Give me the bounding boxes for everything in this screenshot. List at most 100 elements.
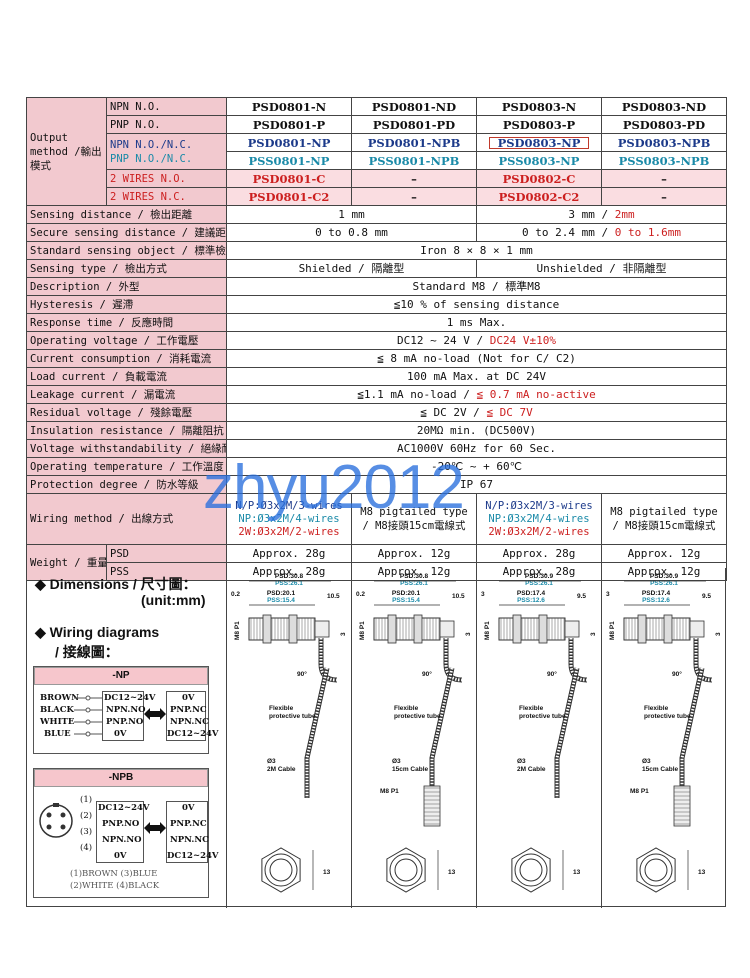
npb-diagram: -NPB (1) (2) (3) (4) DC12~24V PNP.NO NPN… bbox=[33, 768, 219, 898]
dim-tail: 9.5 bbox=[577, 593, 586, 600]
cable-label: Ø3 bbox=[642, 758, 651, 765]
psd-label: PSD bbox=[106, 544, 227, 563]
npb-right-box bbox=[166, 801, 208, 863]
output-method-label: Output method /輸出模式 bbox=[26, 97, 107, 206]
two-wire-no-label: 2 WIRES N.O. bbox=[106, 169, 227, 188]
weight-label: Weight / 重量 bbox=[26, 544, 107, 581]
cable-label: 2M Cable bbox=[517, 766, 546, 773]
nut-size: 13 bbox=[698, 869, 706, 876]
m8-connector-icon bbox=[39, 803, 73, 838]
wire-color: WHITE bbox=[40, 717, 75, 727]
dimensions-title: ◆ Dimensions / 尺寸圖： bbox=[35, 576, 197, 592]
nut-size: 13 bbox=[448, 869, 456, 876]
psd-thread: PSD:17.4 bbox=[642, 590, 671, 597]
pss-thread: PSS:12.6 bbox=[517, 597, 545, 604]
row-label: Leakage current / 漏電流 bbox=[26, 385, 227, 404]
row-label: Standard sensing object / 標準檢測物 bbox=[26, 241, 227, 260]
model-cell: PSD0801-P bbox=[226, 115, 352, 134]
cable-label: Flexible bbox=[269, 705, 294, 712]
psd-length: PSD:30.8 bbox=[400, 573, 429, 580]
row-label: Current consumption / 消耗電流 bbox=[26, 349, 227, 368]
value-cell: ≦10 % of sensing distance bbox=[226, 295, 727, 314]
m8-label: M8 P1 bbox=[630, 788, 649, 795]
pin-label: 0V bbox=[182, 693, 195, 703]
value-cell: ≦1.1 mA no-load / ≦ 0.7 mA no-active bbox=[226, 385, 727, 404]
spec-sheet: Output method /輸出模式 NPN N.O. PSD0801-N P… bbox=[26, 97, 727, 908]
np-wire-lines bbox=[74, 695, 102, 737]
value-cell: DC12 ~ 24 V / DC24 V±10% bbox=[226, 331, 727, 350]
pin-label: NPN.NC bbox=[170, 717, 209, 727]
wire-color: BLACK bbox=[40, 705, 74, 715]
angle-label: 90° bbox=[422, 670, 432, 678]
double-arrow-icon bbox=[144, 708, 166, 720]
np-pin-box bbox=[102, 691, 144, 741]
cable-label: protective tube bbox=[519, 713, 566, 720]
pnp-no-label: PNP N.O. bbox=[106, 115, 227, 134]
model-cell: PSD0803-N bbox=[476, 97, 602, 116]
psd-thread: PSD:17.4 bbox=[517, 590, 546, 597]
cable-label: protective tube bbox=[394, 713, 441, 720]
row-label: Protection degree / 防水等級 bbox=[26, 475, 227, 494]
value-cell: AC1000V 60Hz for 60 Sec. bbox=[226, 439, 727, 458]
pss-length: PSS:26.1 bbox=[275, 580, 303, 587]
cable-label: 15cm Cable bbox=[392, 766, 429, 773]
cable-label: 15cm Cable bbox=[642, 766, 679, 773]
dim-offset: 0.2 bbox=[231, 591, 240, 598]
cable-label: Flexible bbox=[519, 705, 544, 712]
model-cell: PSD0801-NPB bbox=[351, 133, 477, 152]
cable-label: Flexible bbox=[644, 705, 669, 712]
weight-cell: Approx. 28g bbox=[476, 544, 602, 563]
value-cell: ≦ DC 2V / ≦ DC 7V bbox=[226, 403, 727, 422]
pin-number: (2) bbox=[80, 811, 93, 821]
row-label: Hysteresis / 遲滯 bbox=[26, 295, 227, 314]
wiring-cell: M8 pigtailed type/ M8接頭15cm電線式 bbox=[601, 493, 727, 545]
double-arrow-icon bbox=[144, 822, 166, 834]
weight-cell: Approx. 12g bbox=[601, 544, 727, 563]
pss-length: PSS:26.1 bbox=[525, 580, 553, 587]
pin-number: (1) bbox=[80, 795, 93, 805]
pin-label: PNP.NC bbox=[170, 819, 207, 829]
psd-length: PSD:30.8 bbox=[275, 573, 304, 580]
pin-label: 0V bbox=[114, 851, 127, 861]
model-cell: – bbox=[351, 169, 477, 188]
row-label: Residual voltage / 殘餘電壓 bbox=[26, 403, 227, 422]
highlighted-model: PSD0803-NP bbox=[488, 136, 591, 150]
angle-label: 90° bbox=[547, 670, 557, 678]
model-cell: – bbox=[351, 187, 477, 206]
dim-offset: 0.2 bbox=[356, 591, 365, 598]
cable-label: Ø3 bbox=[517, 758, 526, 765]
npn-nonc-label: NPN N.O./N.C. bbox=[110, 138, 193, 151]
wiring-subtitle: / 接線圖： bbox=[55, 644, 119, 660]
angle-label: 90° bbox=[672, 670, 682, 678]
pin-label: PNP.NO bbox=[102, 819, 140, 829]
np-right-box bbox=[166, 691, 206, 741]
wire-color: BLUE bbox=[44, 729, 71, 739]
row-label: Operating voltage / 工作電壓 bbox=[26, 331, 227, 350]
dim-offset: 3 bbox=[481, 591, 485, 598]
value-cell: 20MΩ min. (DC500V) bbox=[226, 421, 727, 440]
pin-number: (3) bbox=[80, 827, 93, 837]
thread-label: M8 P1 bbox=[234, 621, 241, 640]
weight-cell: Approx. 12g bbox=[601, 562, 727, 581]
dim-diameter: 3 bbox=[340, 632, 347, 636]
model-cell: PSD0803-ND bbox=[601, 97, 727, 116]
dim-diameter: 3 bbox=[590, 632, 597, 636]
model-cell: PSS0801-NPB bbox=[351, 151, 477, 170]
model-cell: PSD0801-C2 bbox=[226, 187, 352, 206]
psd-length: PSD:30.9 bbox=[650, 573, 679, 580]
pin-label: NPN.NO bbox=[102, 835, 142, 845]
dim-tail: 10.5 bbox=[452, 593, 465, 600]
row-label: Operating temperature / 工作溫度 bbox=[26, 457, 227, 476]
npb-bar: -NPB bbox=[34, 769, 208, 787]
pin-label: NPN.NC bbox=[170, 835, 209, 845]
row-label: Wiring method / 出線方式 bbox=[26, 493, 227, 545]
angle-label: 90° bbox=[297, 670, 307, 678]
dim-tail: 9.5 bbox=[702, 593, 711, 600]
legend-line: (2)WHITE (4)BLACK bbox=[70, 881, 160, 891]
pin-label: PNP.NO bbox=[106, 717, 144, 727]
